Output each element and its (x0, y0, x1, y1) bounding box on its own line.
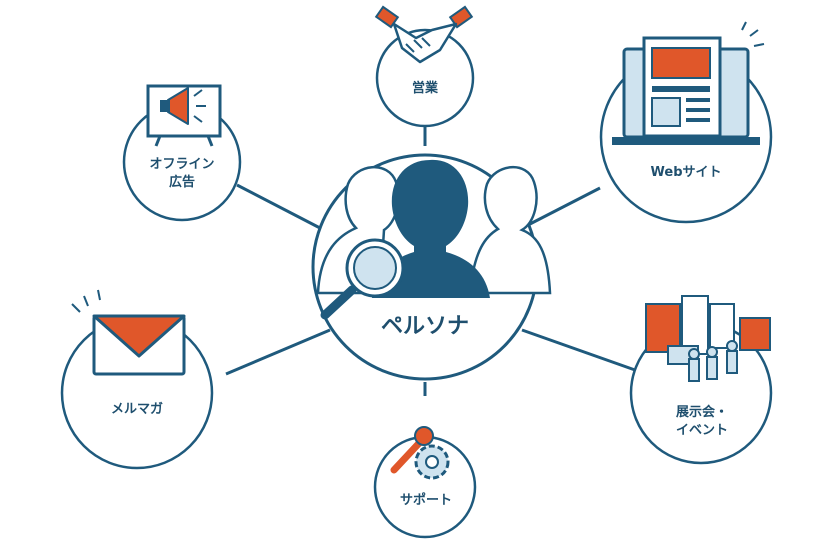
connector-exhibition (521, 328, 636, 372)
website-label: Webサイト (650, 165, 722, 180)
offline-label-line2: 広告 (168, 174, 196, 190)
mailmag-label: メルマガ (110, 402, 164, 417)
website-monitor-icon (612, 21, 765, 145)
sales-circle (375, 28, 475, 128)
exhibition-booth-icon (645, 295, 771, 382)
connector-offline (236, 183, 321, 230)
exhibition-label-line2: イベント (675, 422, 729, 438)
handshake-icon (374, 5, 474, 64)
wrench-gear-icon (390, 426, 450, 480)
offline-label-line1: オフライン (149, 157, 215, 172)
exhibition-label: 展示会・ イベント (676, 404, 728, 439)
persona-magnifier-icon (316, 159, 552, 320)
sales-label: 営業 (411, 81, 439, 96)
exhibition-label-line1: 展示会・ (675, 405, 729, 420)
connectors (225, 126, 636, 396)
connector-website (527, 186, 601, 227)
support-label: サポート (399, 493, 453, 508)
mail-envelope-icon (71, 289, 186, 376)
offline-label: オフライン 広告 (149, 156, 214, 191)
megaphone-billboard-icon (146, 84, 222, 147)
persona-label: ペルソナ (380, 314, 470, 339)
connector-mailmag (225, 328, 331, 376)
